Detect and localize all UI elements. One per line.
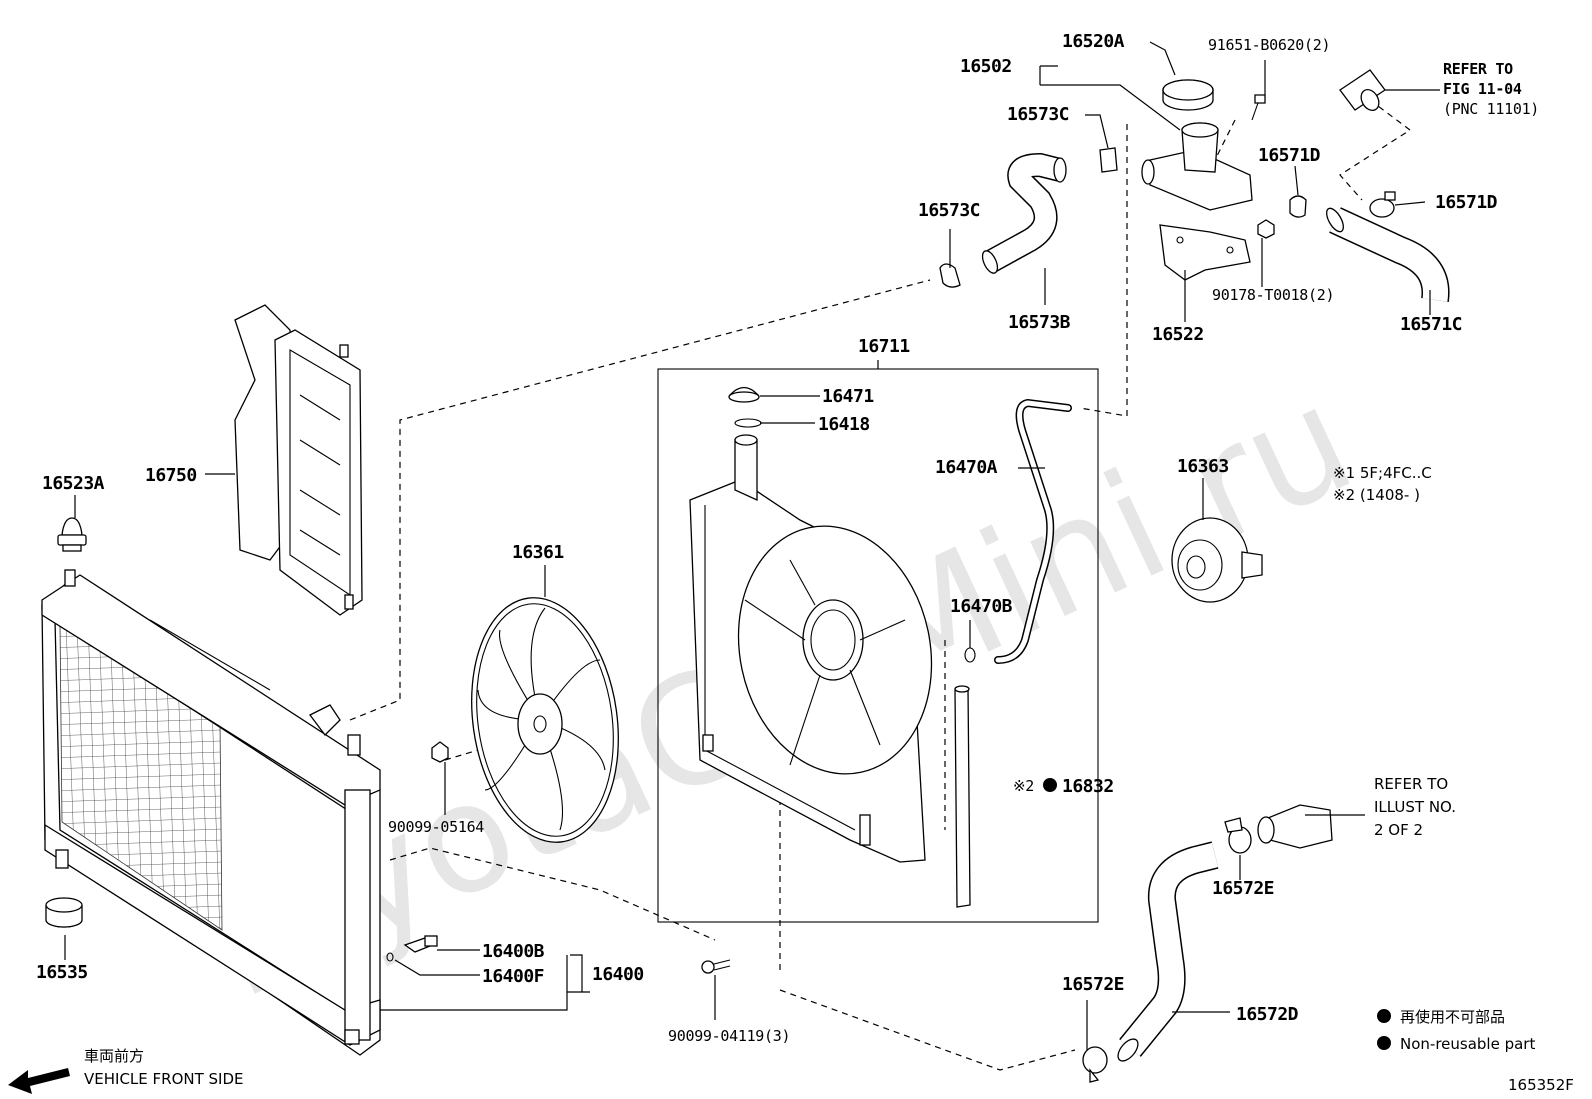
vehicle-front-indicator: 車両前方 VEHICLE FRONT SIDE xyxy=(8,1047,244,1094)
label-16571d-right: 16571D xyxy=(1435,192,1498,213)
label-90178: 90178-T0018(2) xyxy=(1212,286,1334,304)
label-16470a: 16470A xyxy=(935,457,998,478)
clamp-16572e-lower xyxy=(1082,1046,1108,1083)
hose-16573b xyxy=(981,152,1067,274)
label-16520a: 16520A xyxy=(1062,31,1125,52)
fan-16361 xyxy=(471,597,619,843)
legend-dot-jp xyxy=(1377,1009,1391,1023)
label-16832-mark: ※2 xyxy=(1013,777,1034,795)
fan-motor-16363 xyxy=(1171,517,1263,603)
nut-90099-05164 xyxy=(431,741,449,763)
label-16535: 16535 xyxy=(36,962,88,983)
clip-16523a xyxy=(57,517,87,552)
refer-illust-line-1: REFER TO xyxy=(1374,775,1448,793)
label-91651: 91651-B0620(2) xyxy=(1208,36,1330,54)
front-label-en: VEHICLE FRONT SIDE xyxy=(84,1070,244,1088)
part-labels: 16502 16520A 91651-B0620(2) 16573C 16573… xyxy=(36,31,1498,1045)
clamp-16571d-left xyxy=(1289,195,1307,218)
bolt-90099-04119 xyxy=(701,959,731,974)
cap-16471 xyxy=(728,386,760,403)
label-16573c-upper: 16573C xyxy=(1007,104,1069,125)
refer-illust-note: REFER TO ILLUST NO. 2 OF 2 xyxy=(1374,775,1456,839)
label-16400f: 16400F xyxy=(482,966,544,987)
refer-fig-line-2: FIG 11-04 xyxy=(1443,80,1522,98)
air-guide-16750 xyxy=(234,304,363,616)
fan-shroud xyxy=(689,434,933,863)
label-16571d-left: 16571D xyxy=(1258,145,1321,166)
cushion-16535 xyxy=(45,897,83,928)
cap-16520a xyxy=(1162,79,1214,111)
hose-16571c xyxy=(1326,207,1450,302)
label-16471: 16471 xyxy=(822,386,874,407)
refer-fig-note: REFER TO FIG 11-04 (PNC 11101) xyxy=(1443,60,1539,118)
label-16573b: 16573B xyxy=(1008,312,1071,333)
label-90099-04119: 90099-04119(3) xyxy=(668,1027,790,1045)
label-16711: 16711 xyxy=(858,336,910,357)
bracket-16522 xyxy=(1159,224,1251,281)
label-16502: 16502 xyxy=(960,56,1012,77)
overflow-hose-16470a xyxy=(994,398,1072,664)
filler-neck-16502 xyxy=(1141,122,1253,211)
front-label-jp: 車両前方 xyxy=(84,1047,144,1065)
legend-en: Non-reusable part xyxy=(1400,1035,1535,1053)
leader-lines xyxy=(64,41,1440,1050)
clamp-16572e-upper xyxy=(1224,817,1252,854)
hose-16572d xyxy=(1117,841,1219,1062)
drain-plug xyxy=(386,935,438,962)
refer-illust-line-3: 2 OF 2 xyxy=(1374,821,1423,839)
label-16832: 16832 xyxy=(1062,776,1114,797)
clamp-16571d-right xyxy=(1369,191,1396,218)
label-16571c: 16571C xyxy=(1400,314,1462,335)
label-16400: 16400 xyxy=(592,964,644,985)
refer-pipe xyxy=(1339,69,1386,111)
front-arrow-icon xyxy=(8,1068,70,1094)
label-90099-05164: 90099-05164 xyxy=(388,818,484,836)
seal-16832 xyxy=(954,685,971,908)
legend-dot-en xyxy=(1377,1036,1391,1050)
label-16572e-lower: 16572E xyxy=(1062,974,1124,995)
label-16363: 16363 xyxy=(1177,456,1229,477)
gasket-16418 xyxy=(734,418,762,428)
label-16523a: 16523A xyxy=(42,473,105,494)
clamp-16573c-lower xyxy=(939,263,961,288)
label-16750: 16750 xyxy=(145,465,197,486)
label-16522: 16522 xyxy=(1152,324,1204,345)
note-1: ※1 5F;4FC..C xyxy=(1333,464,1432,482)
note-2: ※2 (1408- ) xyxy=(1333,486,1420,504)
non-reusable-mark xyxy=(1043,778,1057,792)
label-16470b: 16470B xyxy=(950,596,1013,617)
refer-fig-line-3: (PNC 11101) xyxy=(1443,100,1539,118)
nut-90178 xyxy=(1257,219,1275,239)
clamp-16573c-upper xyxy=(1099,147,1118,173)
label-16400b: 16400B xyxy=(482,941,545,962)
notes: ※1 5F;4FC..C ※2 (1408- ) xyxy=(1333,464,1432,504)
refer-illust-line-2: ILLUST NO. xyxy=(1374,798,1456,816)
radiator-assembly xyxy=(41,569,381,1056)
bolt-91651 xyxy=(1251,94,1266,121)
refer-fitting xyxy=(1257,804,1333,849)
label-16572e-upper: 16572E xyxy=(1212,878,1274,899)
label-16361: 16361 xyxy=(512,542,564,563)
label-16572d: 16572D xyxy=(1236,1004,1299,1025)
label-16573c-lower: 16573C xyxy=(918,200,980,221)
refer-fig-line-1: REFER TO xyxy=(1443,60,1513,78)
label-16418: 16418 xyxy=(818,414,870,435)
legend: 再使用不可部品 Non-reusable part xyxy=(1377,1008,1535,1053)
figure-code: 165352F xyxy=(1508,1076,1574,1094)
legend-jp: 再使用不可部品 xyxy=(1400,1008,1505,1026)
